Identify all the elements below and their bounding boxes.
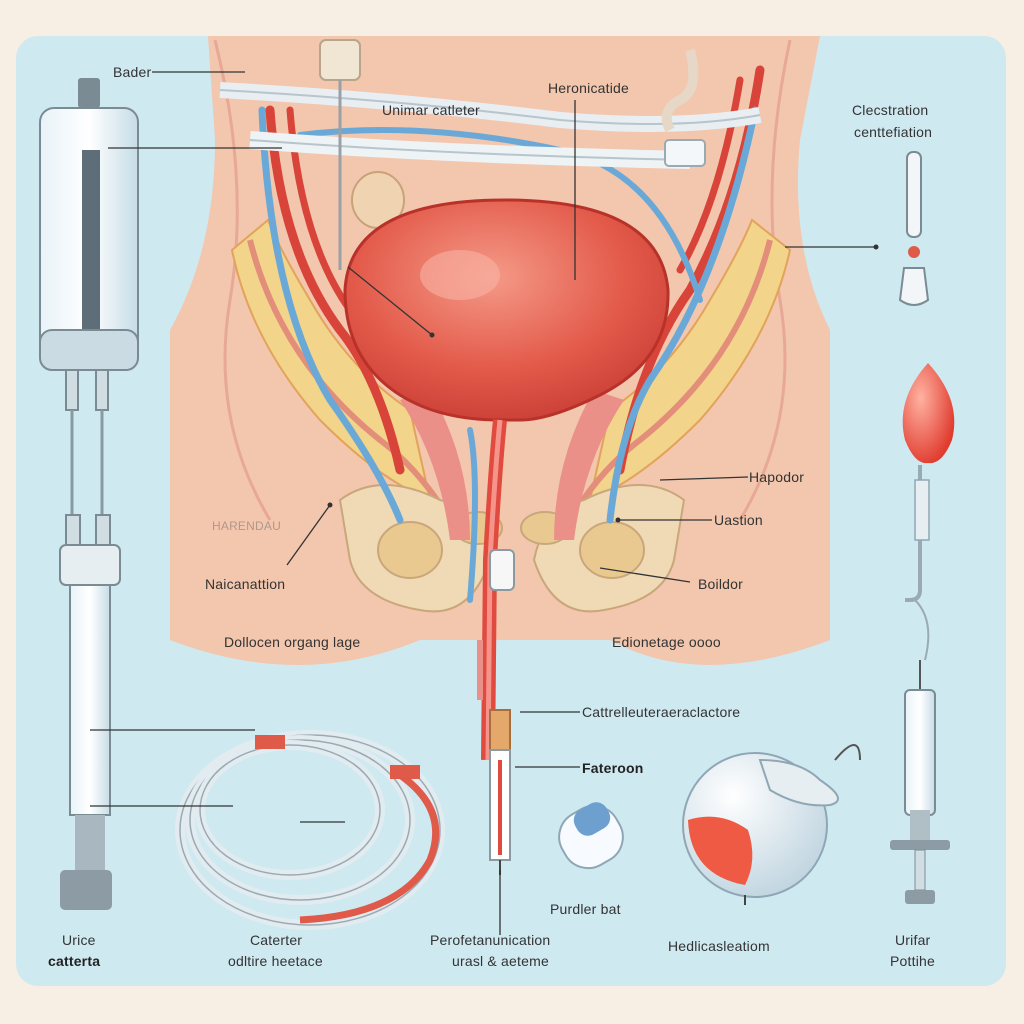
label-hedilical: Hedlicasleatiom: [668, 938, 770, 954]
catheter-coil-icon: [175, 730, 445, 930]
label-naicanation: Naicanattion: [205, 576, 286, 592]
label-heronicatide: Heronicatide: [548, 80, 629, 96]
syringe-icon: [39, 78, 139, 910]
label-uastion: Uastion: [714, 512, 763, 528]
label-perofetan-line2: urasl & aeteme: [452, 953, 549, 969]
label-clecstration: Clecstration: [852, 102, 929, 118]
top-catheter-tubes: [219, 39, 762, 270]
dropper-icon: [898, 151, 930, 306]
label-edionetge: Edionetage oooo: [612, 634, 721, 650]
small-syringe-icon: [890, 599, 950, 904]
label-urinary-catheter: Unimar catleter: [382, 102, 480, 118]
label-fateroon: Fateroon: [582, 760, 644, 776]
label-odltire: odltire heetace: [228, 953, 323, 969]
label-cattrelleuter: Cattrelleuteraeraclactore: [582, 704, 741, 720]
balloon-icon: [902, 363, 955, 602]
label-bader: Bader: [113, 64, 152, 80]
label-pottine: Pottihe: [890, 953, 935, 969]
label-catterta: catterta: [48, 953, 101, 969]
urine-bag-icon: [682, 744, 861, 905]
label-haporlor: Hapodor: [749, 469, 805, 485]
label-purdler-bat: Purdler bat: [550, 901, 621, 917]
leader-lines: [90, 71, 876, 935]
label-urifar: Urifar: [895, 932, 931, 948]
bladder: [343, 198, 670, 422]
label-centtefiation: centtefiation: [854, 124, 933, 140]
capsule-icon: [558, 802, 624, 870]
label-catetter: Caterter: [250, 932, 303, 948]
urethra-catheter: [477, 419, 515, 875]
pelvic-muscles: [400, 390, 624, 540]
label-urice: Urice: [62, 932, 96, 948]
label-harendau: HARENDAU: [212, 519, 281, 533]
label-dolloces: Dollocen organg lage: [224, 634, 361, 650]
label-perofetan-line1: Perofetanunication: [430, 932, 551, 948]
label-bolldor: Boildor: [698, 576, 743, 592]
leader-dots: [327, 244, 879, 523]
